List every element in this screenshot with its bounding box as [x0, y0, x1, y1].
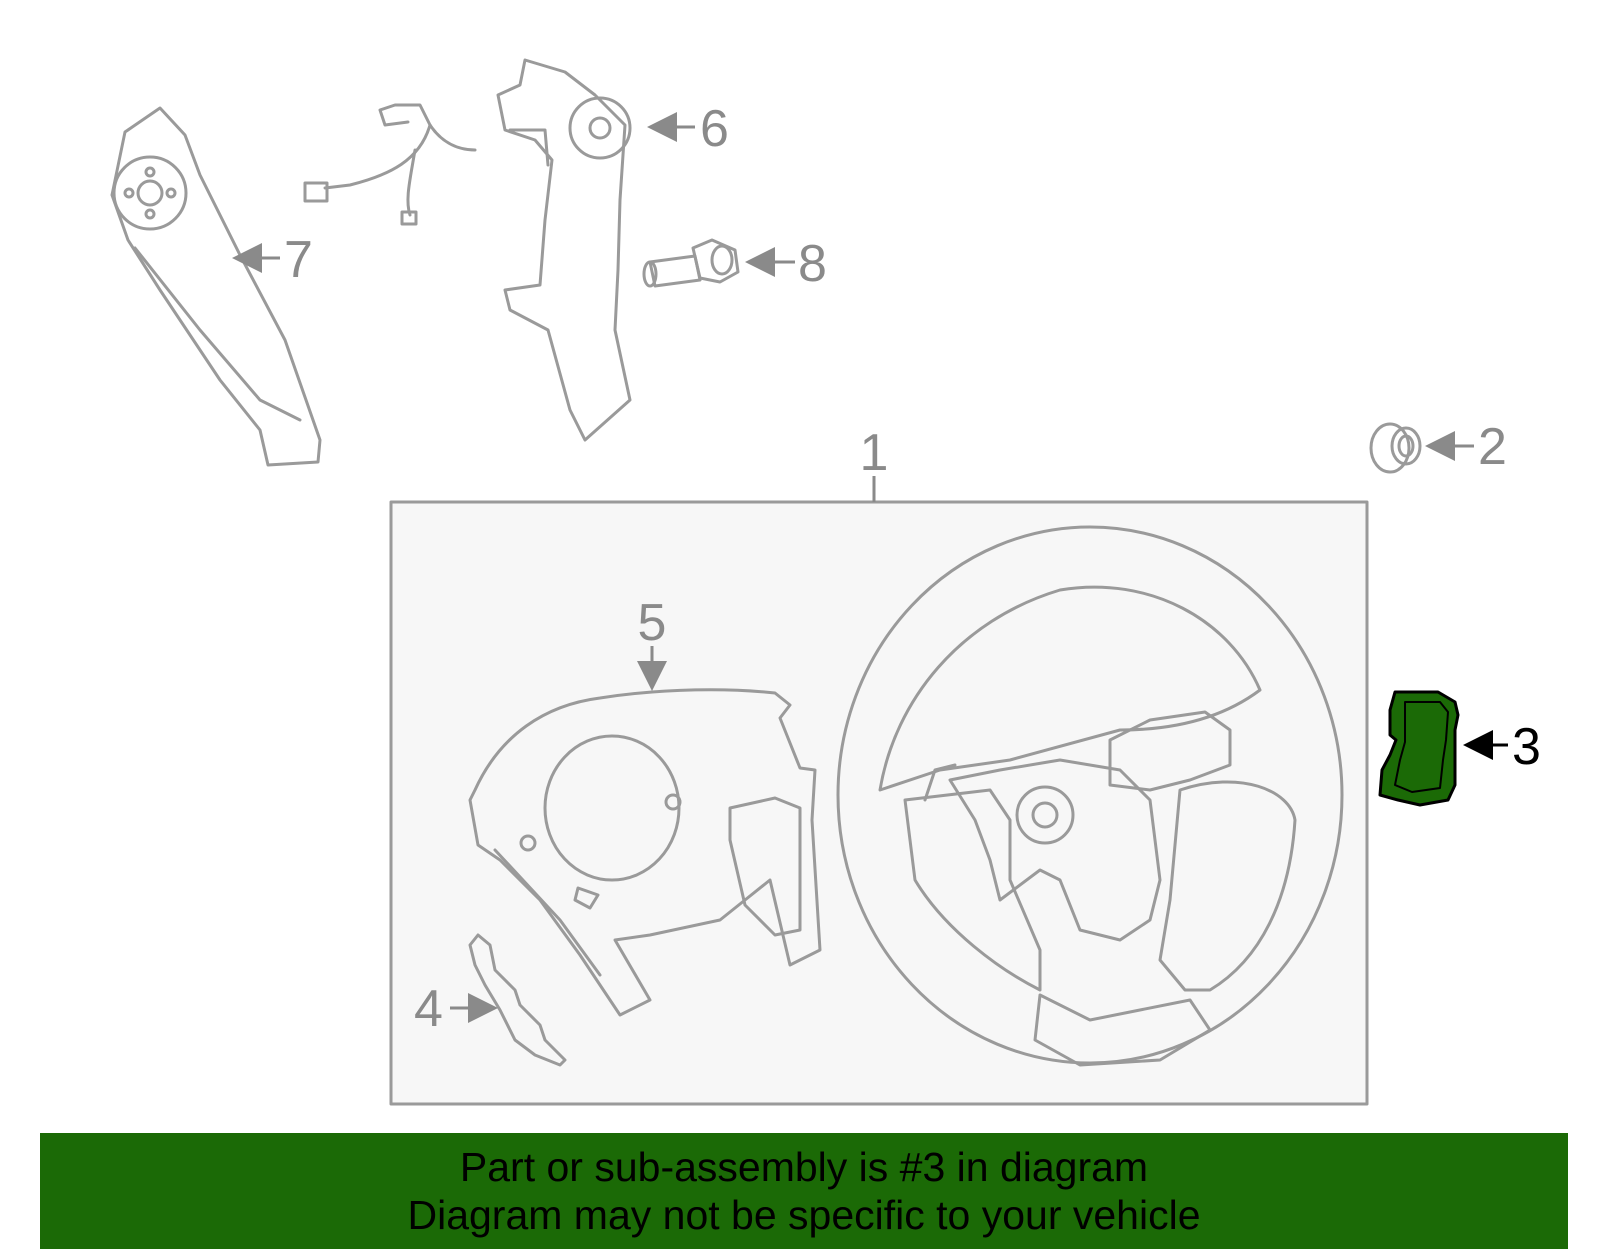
callout-5: 5 — [638, 594, 667, 652]
callout-7: 7 — [284, 231, 313, 289]
callout-6: 6 — [700, 100, 729, 158]
callout-4: 4 — [414, 980, 443, 1038]
part-3-highlighted-switch[interactable] — [1378, 690, 1460, 807]
steering-wheel[interactable] — [836, 525, 1344, 1067]
banner-line-1: Part or sub-assembly is #3 in diagram — [459, 1144, 1149, 1190]
callout-1: 1 — [860, 424, 889, 482]
callout-3: 3 — [1512, 718, 1541, 776]
callout-8: 8 — [798, 235, 827, 293]
part-5-cover[interactable] — [468, 688, 822, 1017]
part-7-left-switch-bezel[interactable] — [110, 106, 322, 467]
part-2-nut[interactable] — [1369, 422, 1422, 474]
assembly-box-part-1 — [389, 500, 1369, 1106]
part-8-bolt[interactable] — [642, 238, 740, 288]
callout-2: 2 — [1478, 418, 1507, 476]
part-6-right-switch-bezel[interactable] — [303, 58, 632, 442]
banner-line-2: Diagram may not be specific to your vehi… — [407, 1192, 1201, 1238]
info-banner: Part or sub-assembly is #3 in diagram Di… — [40, 1133, 1568, 1249]
